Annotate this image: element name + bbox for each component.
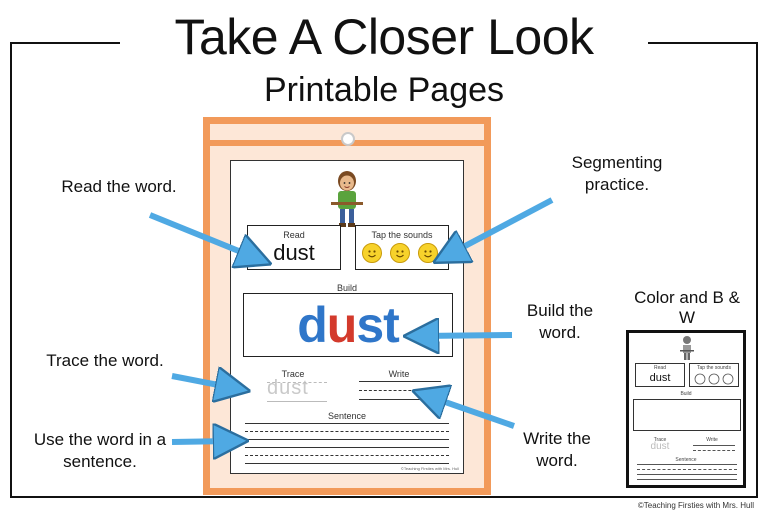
- sentence-line-4: [245, 447, 449, 448]
- build-letter-d: d: [297, 297, 328, 353]
- callout-write: Write the word.: [523, 429, 591, 470]
- mini-read-word: dust: [649, 372, 671, 384]
- mini-build-box: [633, 399, 741, 431]
- callout-segment: Segmenting practice.: [571, 153, 663, 194]
- mini-smileys: [694, 373, 734, 385]
- copyright-notice: ©Teaching Firsties with Mrs. Hull: [637, 501, 754, 510]
- child-reading-illustration: [331, 171, 363, 227]
- sentence-line-1: [245, 423, 449, 424]
- build-letter-t: t: [383, 297, 400, 353]
- arrow-segment: [448, 197, 554, 255]
- trace-line-top: [267, 382, 327, 383]
- mini-write-line-2: [693, 450, 735, 451]
- trace-line-bottom: [267, 401, 327, 402]
- sentence-line-5: [245, 455, 449, 456]
- mini-trace-word: dust: [650, 441, 670, 452]
- sentence-label: Sentence: [327, 411, 367, 421]
- arrow-build: [420, 335, 513, 336]
- tap-sounds-label: Tap the sounds: [371, 230, 433, 240]
- sentence-line-6: [245, 463, 449, 464]
- mini-sentence-label: Sentence: [675, 457, 697, 463]
- mini-sentence-line-4: [637, 479, 737, 480]
- page-title: Take A Closer Look: [174, 9, 594, 65]
- sentence-line-3: [245, 439, 449, 440]
- arrow-sentence: [171, 441, 232, 442]
- build-box: dust: [243, 293, 453, 357]
- mini-write-label: Write: [706, 437, 718, 443]
- callout-build: Build the word.: [526, 301, 594, 342]
- page-subtitle: Printable Pages: [263, 71, 505, 109]
- build-letter-s: s: [356, 297, 384, 353]
- variant-label: Color and B & W: [634, 288, 740, 327]
- mini-build-label: Build: [680, 391, 692, 397]
- mini-trace-label: Trace: [653, 437, 667, 443]
- arrow-trace: [171, 376, 234, 388]
- sentence-line-2: [245, 431, 449, 432]
- callout-sentence: Use the word in a sentence.: [33, 430, 167, 471]
- mini-write-line-1: [693, 445, 735, 446]
- mini-tap-box: Tap the sounds: [689, 363, 739, 387]
- mini-read-label: Read: [654, 365, 666, 371]
- callout-trace: Trace the word.: [46, 351, 164, 370]
- write-label: Write: [388, 369, 410, 379]
- trace-label: Trace: [281, 369, 305, 379]
- arrow-write: [428, 396, 515, 429]
- read-word: dust: [273, 240, 315, 265]
- write-line-3: [359, 399, 441, 400]
- mini-sentence-line-3: [637, 474, 737, 475]
- callout-read: Read the word.: [61, 177, 177, 196]
- write-line-1: [359, 381, 441, 382]
- mini-child-illustration: [680, 336, 694, 360]
- mini-sentence-line-1: [637, 464, 737, 465]
- sleeve-hole: [341, 132, 355, 146]
- bw-thumbnail: Read dust Tap the sounds Build Trace Wri…: [626, 330, 746, 488]
- build-letter-u: u: [326, 297, 358, 353]
- arrow-read: [148, 212, 256, 258]
- smiley-sound-1[interactable]: [362, 243, 382, 263]
- worksheet-footer: ©Teaching Firsties with Mrs. Hull: [400, 466, 459, 471]
- smiley-sound-2[interactable]: [390, 243, 410, 263]
- read-label: Read: [283, 230, 305, 240]
- mini-tap-label: Tap the sounds: [697, 365, 731, 371]
- build-label: Build: [336, 283, 357, 293]
- mini-read-box: Read dust: [635, 363, 685, 387]
- build-word: dust: [244, 296, 452, 354]
- mini-sentence-line-2: [637, 469, 737, 470]
- write-line-2: [359, 390, 441, 391]
- title-block: Take A Closer Look Printable Pages: [120, 8, 648, 108]
- worksheet-page: Read dust Tap the sounds Build dust Trac…: [230, 160, 464, 474]
